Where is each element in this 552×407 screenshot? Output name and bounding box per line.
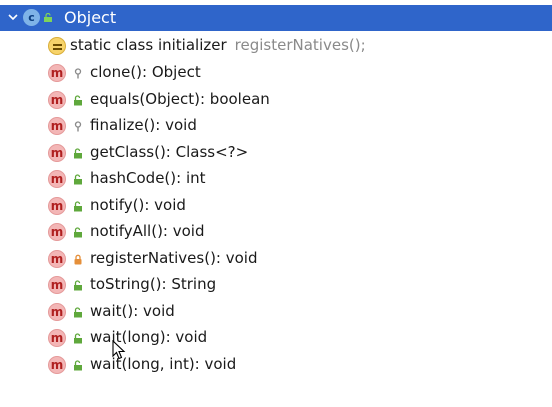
method-signature: toString(): String — [90, 275, 217, 293]
method-icon: m — [48, 170, 66, 188]
method-signature: wait(long): void — [90, 328, 208, 346]
tree-item-method[interactable]: m clone(): Object — [0, 60, 552, 86]
tree-item-method[interactable]: m wait(): void — [0, 299, 552, 325]
method-icon: m — [48, 64, 66, 82]
method-signature: wait(): void — [90, 301, 175, 320]
tree-item-method[interactable]: m notify(): void — [0, 193, 552, 219]
protected-visibility-icon — [74, 121, 82, 132]
method-icon: m — [48, 355, 66, 374]
tree-item-static-initializer[interactable]: static class initializer registerNatives(… — [0, 33, 552, 59]
initializer-hint: registerNatives(); — [234, 36, 366, 54]
method-signature: equals(Object): boolean — [90, 89, 270, 108]
public-visibility-icon — [44, 13, 52, 22]
private-lock-icon — [74, 254, 82, 264]
method-icon: m — [48, 90, 66, 109]
method-icon: m — [48, 249, 66, 268]
method-signature: wait(long, int): void — [90, 354, 237, 373]
protected-visibility-icon — [74, 68, 82, 79]
tree-item-method[interactable]: m registerNatives(): void — [0, 246, 552, 272]
tree-item-method[interactable]: m equals(Object): boolean — [0, 87, 552, 113]
public-visibility-icon — [74, 147, 82, 158]
tree-item-method[interactable]: m getClass(): Class<?> — [0, 140, 552, 166]
class-icon: c — [23, 9, 40, 26]
method-icon: m — [48, 223, 66, 241]
public-visibility-icon — [74, 174, 82, 185]
method-signature: hashCode(): int — [90, 169, 206, 187]
method-icon: m — [48, 196, 66, 215]
static-initializer-icon — [48, 37, 66, 55]
method-icon: m — [48, 276, 66, 294]
public-visibility-icon — [74, 94, 82, 105]
public-visibility-icon — [74, 200, 82, 211]
method-signature: notify(): void — [90, 195, 186, 214]
public-visibility-icon — [74, 280, 82, 291]
chevron-down-icon[interactable] — [7, 11, 19, 23]
tree-item-method[interactable]: m wait(long): void — [0, 325, 552, 351]
tree-root-object[interactable]: c Object — [0, 5, 552, 31]
method-signature: clone(): Object — [90, 63, 201, 81]
method-icon: m — [48, 302, 66, 321]
tree-root-label: Object — [64, 8, 117, 27]
tree-item-method[interactable]: m finalize(): void — [0, 113, 552, 139]
method-signature: finalize(): void — [90, 116, 197, 134]
initializer-label: static class initializer — [70, 36, 227, 54]
public-visibility-icon — [74, 359, 82, 370]
method-icon: m — [48, 329, 66, 347]
method-signature: getClass(): Class<?> — [90, 142, 249, 161]
mouse-cursor-icon — [112, 340, 126, 360]
tree-item-method[interactable]: m notifyAll(): void — [0, 219, 552, 245]
method-icon: m — [48, 143, 66, 162]
tree-item-method[interactable]: m wait(long, int): void — [0, 352, 552, 378]
public-visibility-icon — [74, 333, 82, 344]
public-visibility-icon — [74, 227, 82, 238]
tree-item-method[interactable]: m hashCode(): int — [0, 166, 552, 192]
method-signature: notifyAll(): void — [90, 222, 205, 240]
method-signature: registerNatives(): void — [90, 248, 258, 267]
public-visibility-icon — [74, 306, 82, 317]
method-icon: m — [48, 117, 66, 135]
tree-item-method[interactable]: m toString(): String — [0, 272, 552, 298]
